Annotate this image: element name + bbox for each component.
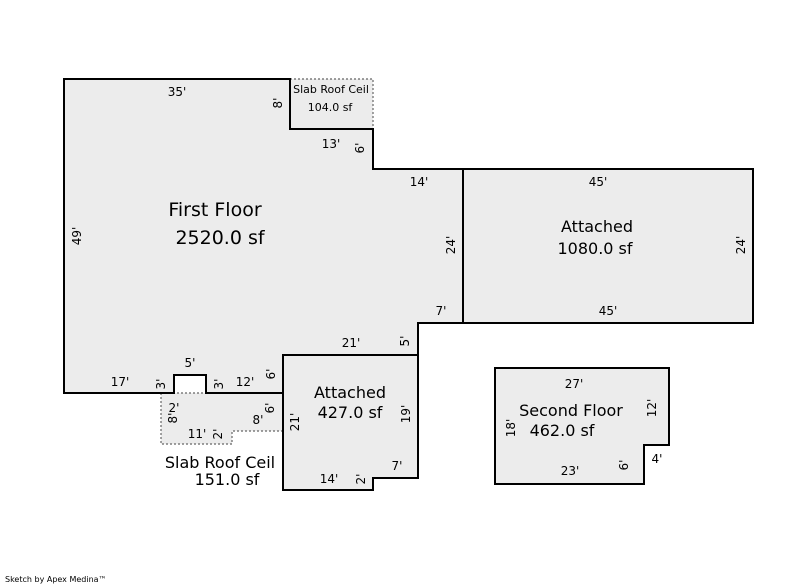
dim-label: 14'	[320, 472, 339, 486]
second-floor-label: Second Floor	[519, 401, 623, 420]
dim-label: 11'	[188, 427, 207, 441]
dim-label: 6'	[264, 369, 278, 380]
dim-label: 45'	[589, 175, 608, 189]
dim-label: 2'	[354, 474, 368, 485]
dim-label: 14'	[410, 175, 429, 189]
slab-top-label: Slab Roof Ceil	[293, 83, 369, 96]
attached-bottom-area	[282, 354, 419, 491]
dim-label: 12'	[645, 399, 659, 418]
dim-label: 27'	[565, 377, 584, 391]
dim-label: 19'	[399, 405, 413, 424]
attached-right-area	[462, 168, 754, 324]
attached-bottom-label: Attached	[314, 383, 386, 402]
dim-label: 6'	[263, 403, 277, 414]
dim-label: 7'	[392, 459, 403, 473]
dim-label: 35'	[168, 85, 187, 99]
attached-right-label: Attached	[561, 217, 633, 236]
dim-label: 2'	[169, 401, 180, 415]
slab-bottom-size: 151.0 sf	[195, 470, 260, 489]
first-floor-label: First Floor	[168, 199, 261, 221]
dim-label: 24'	[734, 236, 748, 255]
slab-bottom-label: Slab Roof Ceil	[165, 453, 275, 472]
dim-label: 7'	[436, 304, 447, 318]
dim-label: 21'	[342, 336, 361, 350]
dim-label: 3'	[212, 379, 226, 390]
sketch-credit: Sketch by Apex Medina™	[5, 575, 107, 584]
dim-label: 8'	[253, 413, 264, 427]
dim-label: 4'	[652, 452, 663, 466]
dim-label: 21'	[288, 413, 302, 432]
dim-label: 45'	[599, 304, 618, 318]
slab-top-size: 104.0 sf	[308, 101, 354, 114]
dim-label: 8'	[271, 98, 285, 109]
attached-right-size: 1080.0 sf	[557, 239, 632, 258]
dim-label: 23'	[561, 464, 580, 478]
dim-label: 3'	[154, 379, 168, 390]
dim-label: 8'	[166, 413, 180, 424]
dim-label: 12'	[236, 375, 255, 389]
dim-label: 5'	[185, 356, 196, 370]
second-floor-size: 462.0 sf	[530, 421, 595, 440]
first-floor-size: 2520.0 sf	[175, 227, 265, 249]
dim-label: 5'	[398, 336, 412, 347]
dim-label: 18'	[504, 419, 518, 438]
dim-label: 49'	[70, 227, 84, 246]
dim-label: 6'	[617, 460, 631, 471]
dim-label: 6'	[353, 143, 367, 154]
dim-label: 2'	[211, 429, 225, 440]
dim-label: 24'	[444, 236, 458, 255]
dim-label: 13'	[322, 137, 341, 151]
dim-label: 17'	[111, 375, 130, 389]
second-floor-area	[494, 367, 670, 485]
attached-bottom-size: 427.0 sf	[318, 403, 383, 422]
